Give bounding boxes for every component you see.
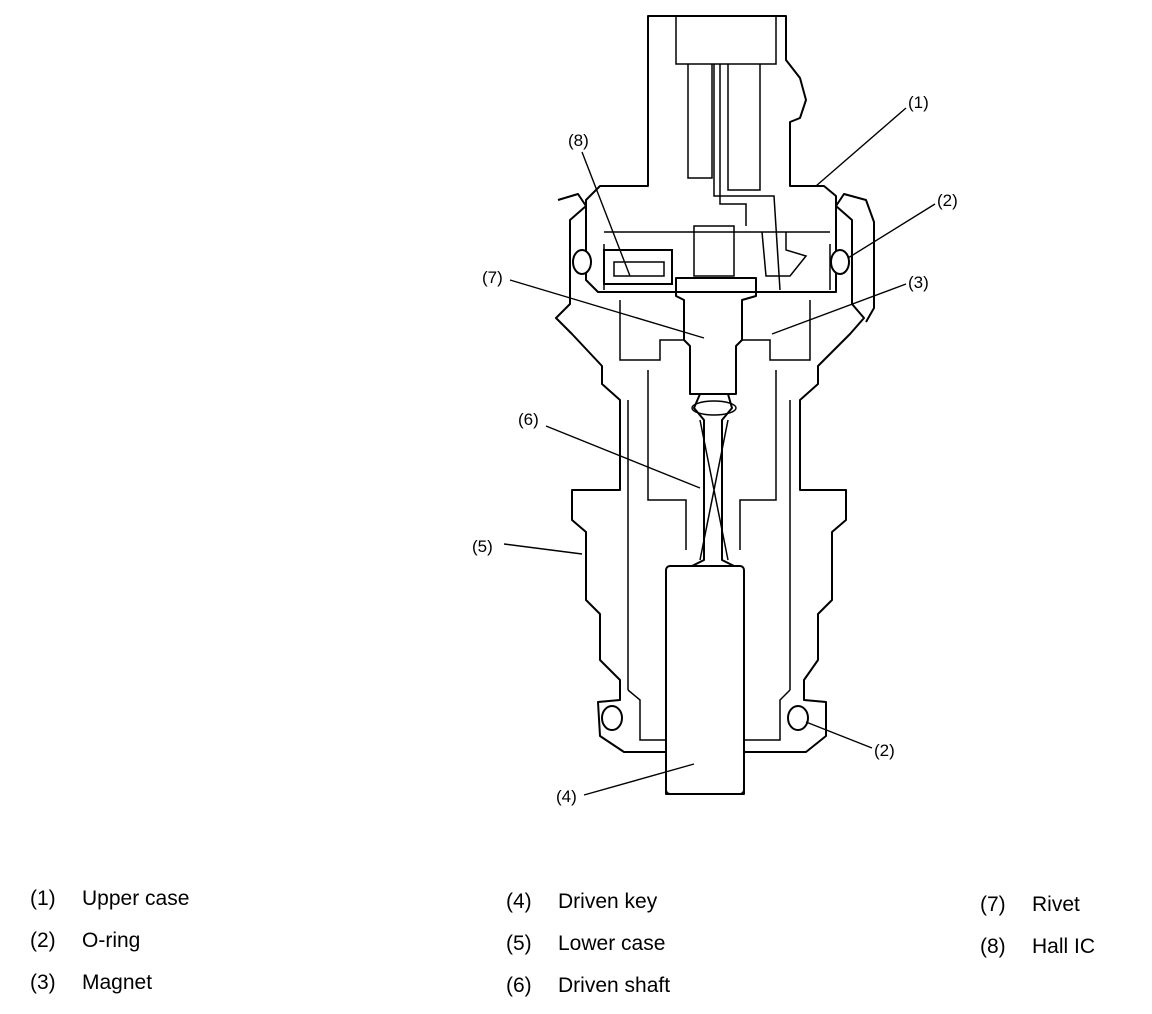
legend-item-8: (8) Hall IC [980,935,1095,959]
legend-num: (5) [506,932,532,955]
magnet [619,300,811,361]
legend-item-7: (7) Rivet [980,893,1080,917]
legend-label: O-ring [82,929,141,952]
legend-num: (8) [980,935,1006,958]
legend-item-2: (2) O-ring [30,929,140,953]
upper-case [585,15,837,293]
legend-num: (6) [506,974,532,997]
legend-num: (3) [30,971,56,994]
callout-2-upper: (2) [937,191,958,210]
driven-key [665,565,745,795]
callout-1: (1) [908,93,929,112]
callout-4: (4) [556,787,577,806]
hall-ic [603,249,673,285]
legend-item-4: (4) Driven key [506,890,657,914]
legend-label: Rivet [1032,893,1080,916]
callout-3: (3) [908,273,929,292]
callout-5: (5) [472,537,493,556]
legend-num: (4) [506,890,532,913]
driven-shaft [691,393,737,567]
legend-item-6: (6) Driven shaft [506,974,670,998]
legend-item-3: (3) Magnet [30,971,152,995]
legend-label: Upper case [82,887,190,910]
o-ring-upper-right [830,249,850,275]
callout-2-lower: (2) [874,741,895,760]
legend-label: Lower case [558,932,666,955]
legend-item-5: (5) Lower case [506,932,665,956]
legend-item-1: (1) Upper case [30,887,189,911]
legend-num: (7) [980,893,1006,916]
callout-7: (7) [482,268,503,287]
legend-num: (1) [30,887,56,910]
o-ring-lower-left [601,705,623,731]
leader-lines [503,107,936,796]
legend-label: Hall IC [1032,935,1096,958]
callout-6: (6) [518,410,539,429]
legend-label: Driven key [558,890,658,913]
callout-8: (8) [568,131,589,150]
rivet [675,225,808,395]
o-ring-upper-left [572,249,592,275]
legend-num: (2) [30,929,56,952]
legend-label: Driven shaft [558,974,671,997]
legend-label: Magnet [82,971,153,994]
o-ring-lower-right [787,705,809,731]
